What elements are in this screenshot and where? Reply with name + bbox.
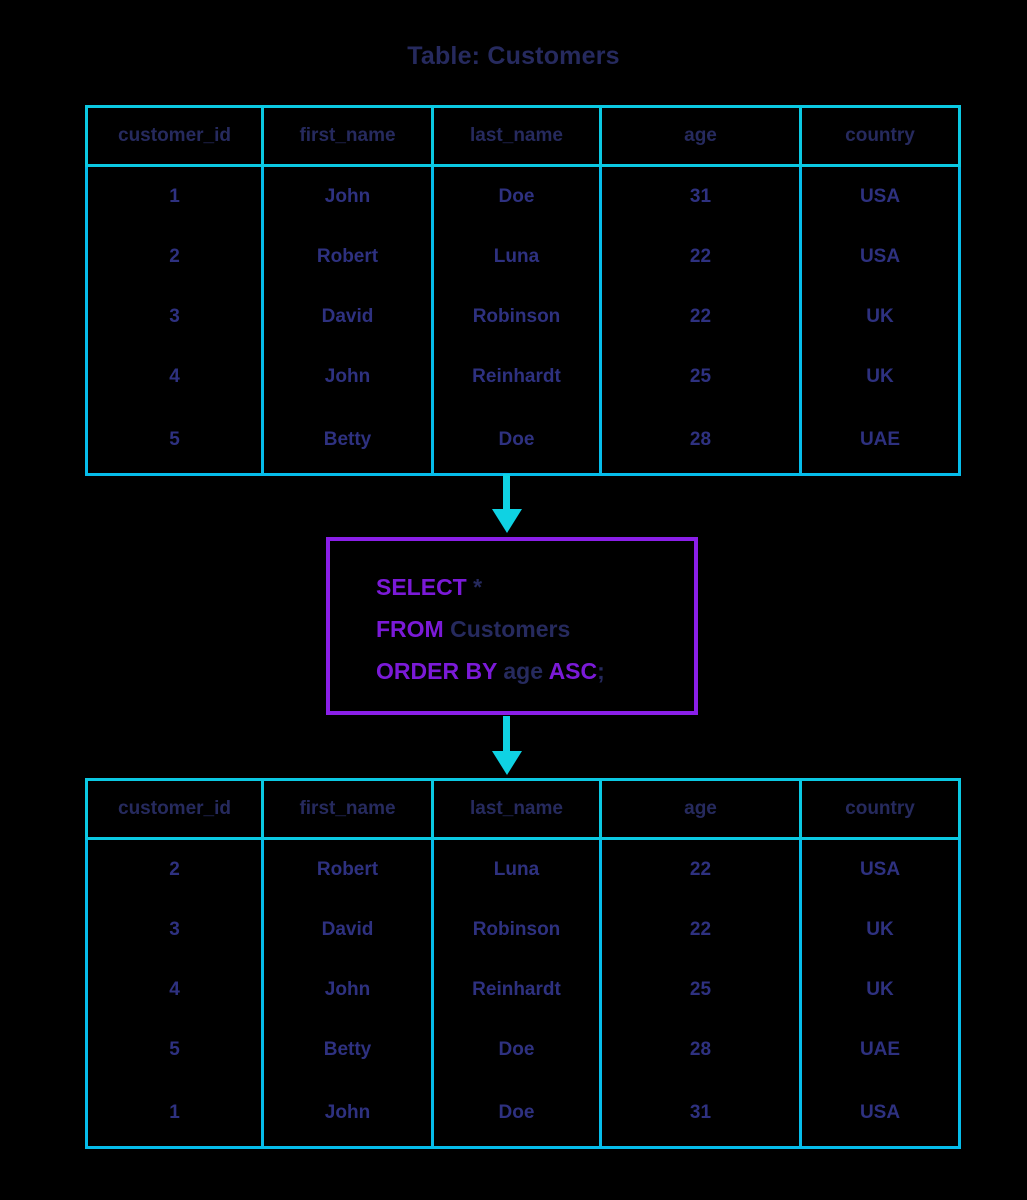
cell-first_name: John bbox=[261, 960, 434, 1020]
cell-country: UK bbox=[799, 347, 961, 407]
cell-customer_id: 2 bbox=[85, 837, 264, 900]
cell-first_name: David bbox=[261, 900, 434, 960]
sql-token: ; bbox=[597, 658, 605, 684]
cell-customer_id: 1 bbox=[85, 1080, 264, 1149]
cell-first_name: John bbox=[261, 347, 434, 407]
cell-age: 28 bbox=[599, 1020, 802, 1080]
cell-country: UK bbox=[799, 960, 961, 1020]
cell-customer_id: 4 bbox=[85, 347, 264, 407]
cell-age: 25 bbox=[599, 960, 802, 1020]
cell-age: 22 bbox=[599, 837, 802, 900]
cell-last_name: Luna bbox=[431, 227, 602, 287]
cell-country: USA bbox=[799, 837, 961, 900]
cell-last_name: Doe bbox=[431, 164, 602, 227]
cell-last_name: Reinhardt bbox=[431, 347, 602, 407]
sql-token: * bbox=[466, 574, 483, 600]
cell-last_name: Doe bbox=[431, 1080, 602, 1149]
column-header-age: age bbox=[599, 105, 802, 167]
arrow-query-to-output-head-icon bbox=[492, 751, 522, 775]
cell-age: 28 bbox=[599, 407, 802, 476]
cell-last_name: Reinhardt bbox=[431, 960, 602, 1020]
cell-age: 31 bbox=[599, 164, 802, 227]
cell-first_name: Betty bbox=[261, 407, 434, 476]
sql-token: age bbox=[497, 658, 549, 684]
cell-age: 22 bbox=[599, 287, 802, 347]
cell-first_name: David bbox=[261, 287, 434, 347]
sql-keyword: SELECT bbox=[376, 574, 467, 600]
column-header-country: country bbox=[799, 778, 961, 840]
arrow-input-to-query-head-icon bbox=[492, 509, 522, 533]
cell-first_name: Robert bbox=[261, 837, 434, 900]
column-header-customer_id: customer_id bbox=[85, 778, 264, 840]
column-header-first_name: first_name bbox=[261, 105, 434, 167]
query-line-from: FROM Customers bbox=[376, 616, 570, 643]
cell-country: USA bbox=[799, 1080, 961, 1149]
cell-country: USA bbox=[799, 227, 961, 287]
cell-country: UK bbox=[799, 287, 961, 347]
cell-customer_id: 1 bbox=[85, 164, 264, 227]
query-line-order-by: ORDER BY age ASC; bbox=[376, 658, 605, 685]
cell-first_name: Robert bbox=[261, 227, 434, 287]
sql-keyword: ORDER BY bbox=[376, 658, 497, 684]
cell-last_name: Doe bbox=[431, 1020, 602, 1080]
cell-age: 22 bbox=[599, 227, 802, 287]
column-header-age: age bbox=[599, 778, 802, 840]
sql-keyword: ASC bbox=[548, 658, 598, 684]
cell-customer_id: 3 bbox=[85, 900, 264, 960]
cell-age: 25 bbox=[599, 347, 802, 407]
cell-first_name: John bbox=[261, 164, 434, 227]
cell-customer_id: 3 bbox=[85, 287, 264, 347]
cell-first_name: John bbox=[261, 1080, 434, 1149]
cell-last_name: Robinson bbox=[431, 900, 602, 960]
cell-country: UK bbox=[799, 900, 961, 960]
cell-age: 31 bbox=[599, 1080, 802, 1149]
cell-last_name: Luna bbox=[431, 837, 602, 900]
arrow-input-to-query-shaft bbox=[503, 474, 510, 514]
arrow-query-to-output-shaft bbox=[503, 716, 510, 756]
cell-country: USA bbox=[799, 164, 961, 227]
column-header-country: country bbox=[799, 105, 961, 167]
cell-customer_id: 5 bbox=[85, 1020, 264, 1080]
query-line-select: SELECT * bbox=[376, 574, 482, 601]
cell-customer_id: 2 bbox=[85, 227, 264, 287]
cell-country: UAE bbox=[799, 407, 961, 476]
sql-query-box: SELECT * FROM Customers ORDER BY age ASC… bbox=[326, 537, 698, 715]
cell-first_name: Betty bbox=[261, 1020, 434, 1080]
cell-customer_id: 5 bbox=[85, 407, 264, 476]
sql-keyword: FROM bbox=[376, 616, 444, 642]
column-header-last_name: last_name bbox=[431, 105, 602, 167]
page-title: Table: Customers bbox=[407, 42, 620, 70]
cell-last_name: Doe bbox=[431, 407, 602, 476]
column-header-last_name: last_name bbox=[431, 778, 602, 840]
cell-country: UAE bbox=[799, 1020, 961, 1080]
column-header-customer_id: customer_id bbox=[85, 105, 264, 167]
cell-customer_id: 4 bbox=[85, 960, 264, 1020]
cell-age: 22 bbox=[599, 900, 802, 960]
sql-token: Customers bbox=[443, 616, 571, 642]
column-header-first_name: first_name bbox=[261, 778, 434, 840]
cell-last_name: Robinson bbox=[431, 287, 602, 347]
